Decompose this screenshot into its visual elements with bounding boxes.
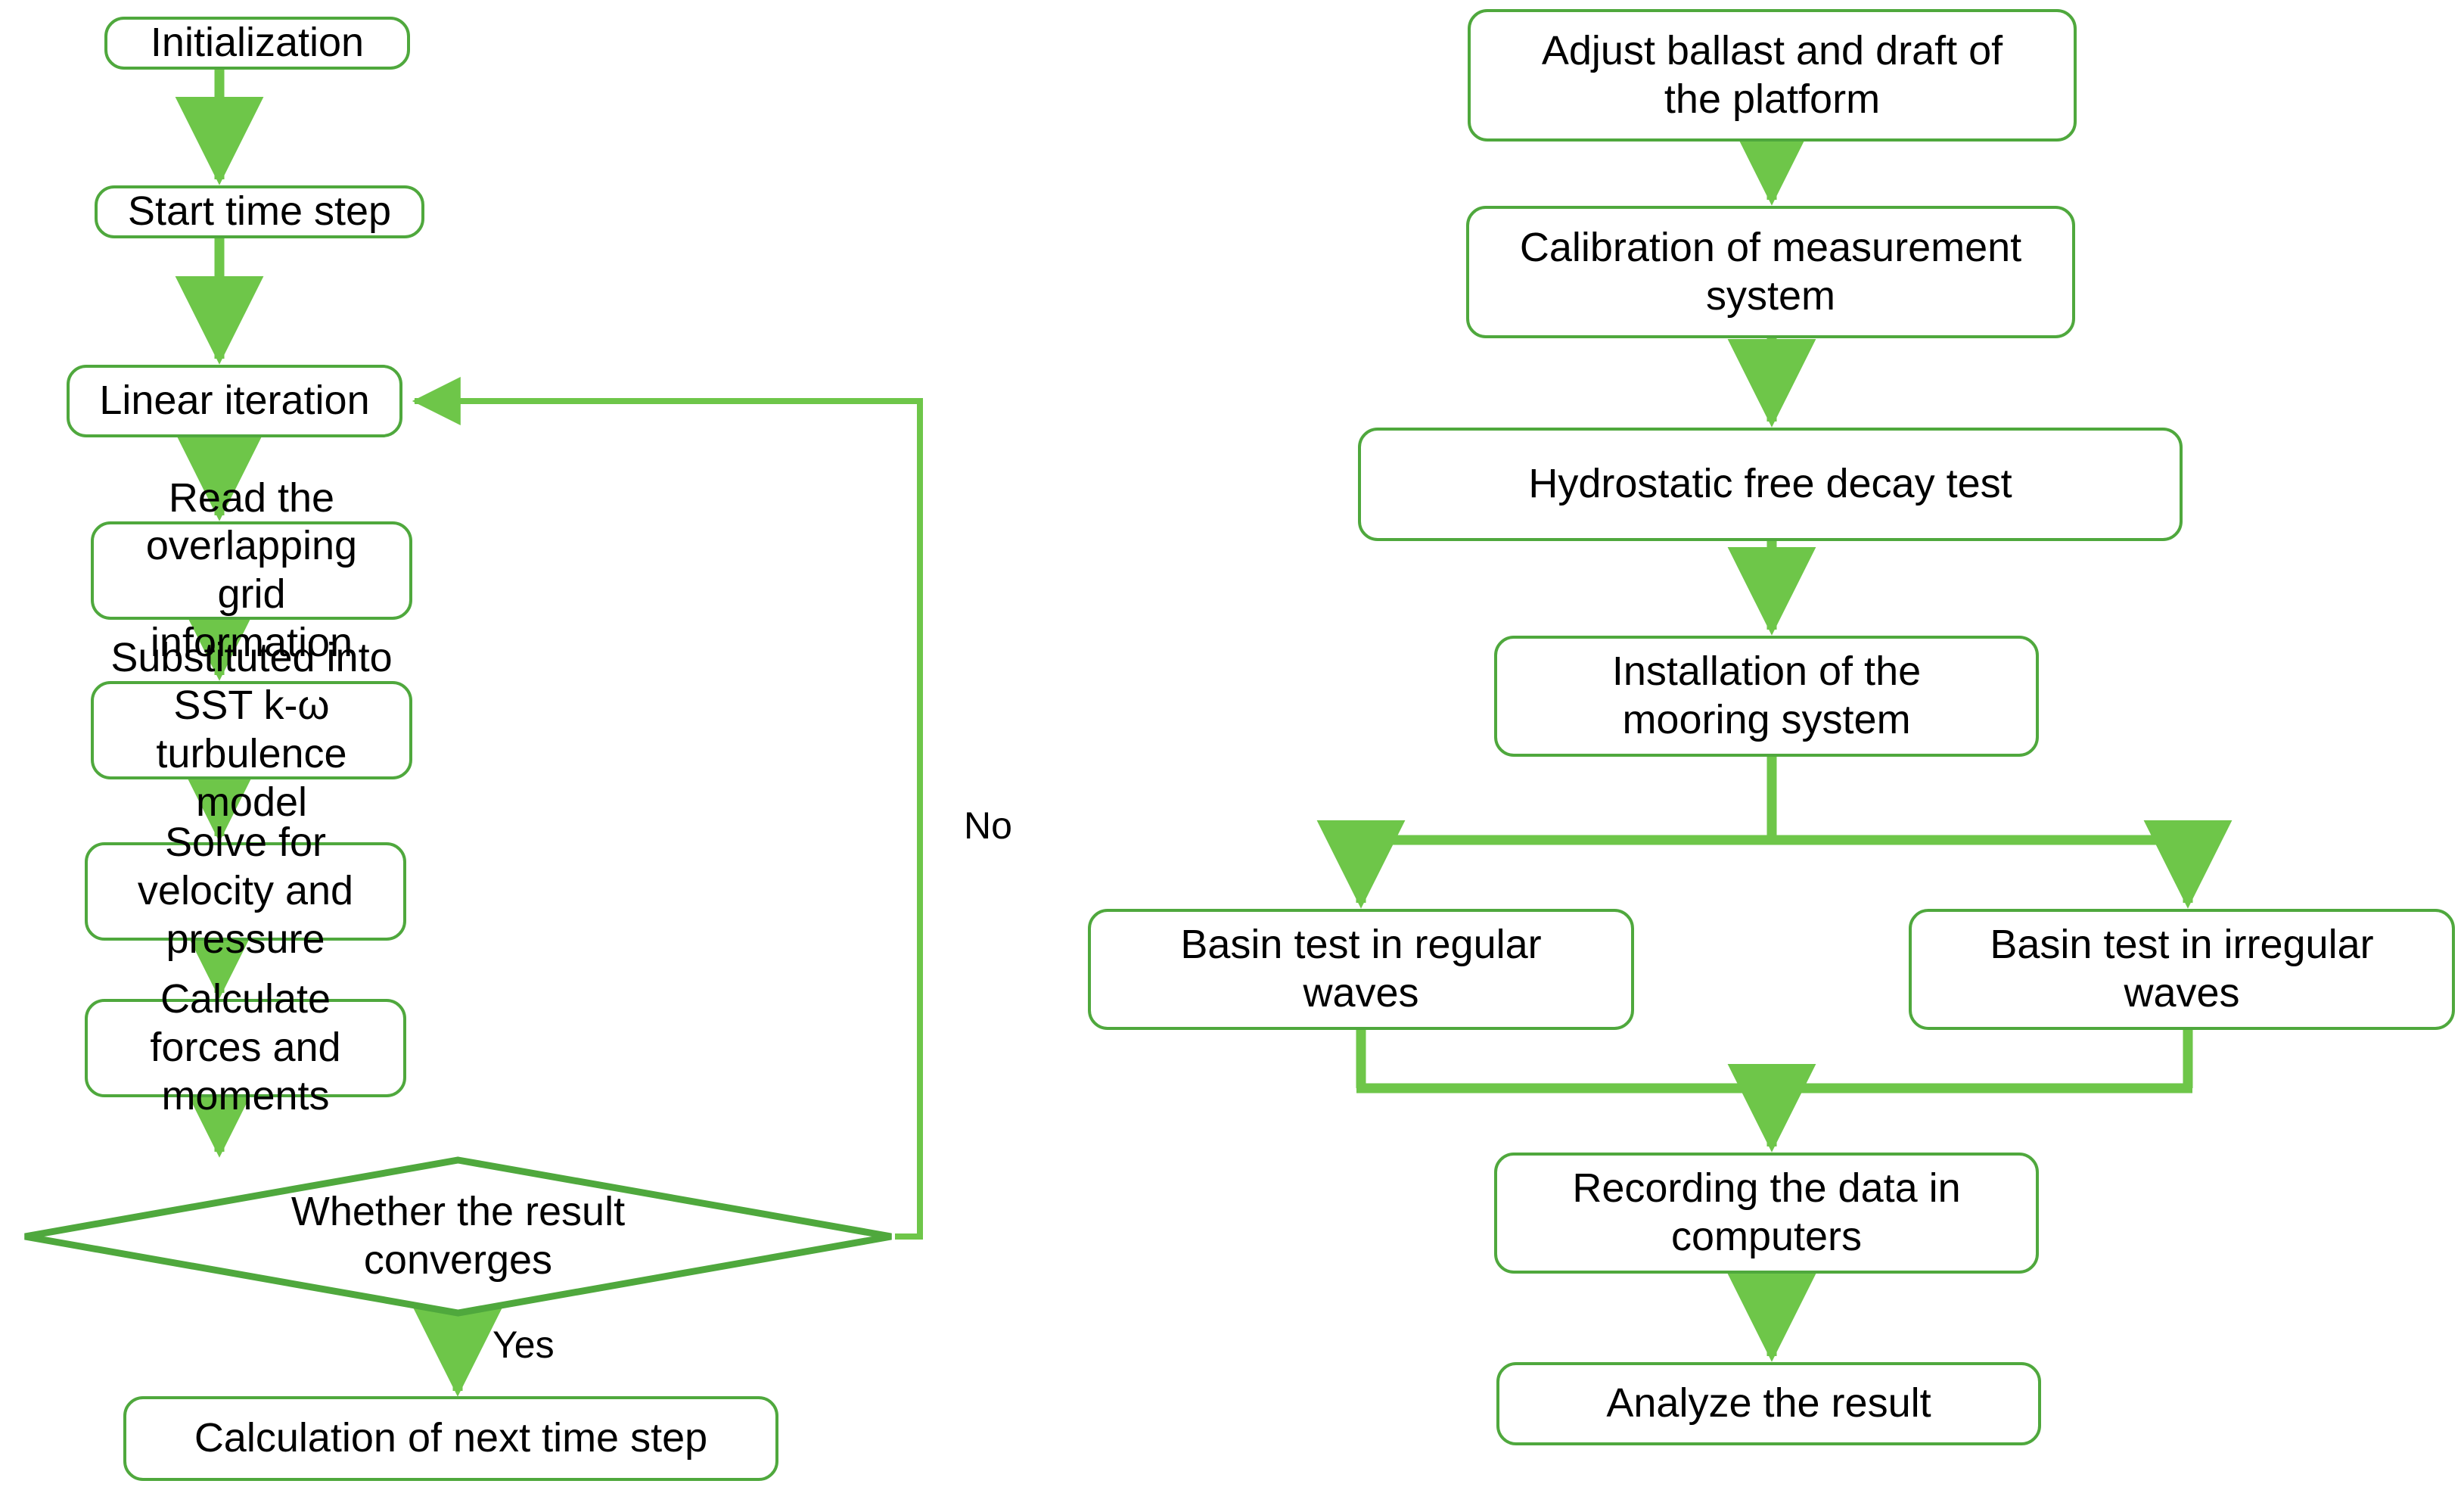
- node-linear-iteration[interactable]: Linear iteration: [67, 365, 402, 437]
- node-basin-test-regular-waves[interactable]: Basin test in regular waves: [1088, 909, 1634, 1030]
- node-calculation-next-time-step[interactable]: Calculation of next time step: [123, 1396, 778, 1481]
- node-adjust-ballast-draft[interactable]: Adjust ballast and draft of the platform: [1468, 9, 2077, 142]
- node-sst-turbulence-model[interactable]: Substituted into SST k-ω turbulence mode…: [91, 635, 412, 825]
- node-recording-data-computers[interactable]: Recording the data in computers: [1494, 1153, 2039, 1274]
- node-installation-mooring-system[interactable]: Installation of the mooring system: [1494, 636, 2039, 757]
- edge-no-feedback-loop: [412, 377, 923, 1240]
- node-hydrostatic-free-decay-test[interactable]: Hydrostatic free decay test: [1358, 428, 2183, 541]
- node-calibration-measurement-system[interactable]: Calibration of measurement system: [1466, 206, 2075, 338]
- node-calculate-forces-moments[interactable]: Calculate forces and moments: [85, 976, 406, 1118]
- edge-label-yes: Yes: [492, 1324, 555, 1366]
- node-solve-velocity-pressure[interactable]: Solve for velocity and pressure: [85, 820, 406, 962]
- node-start-time-step[interactable]: Start time step: [95, 185, 424, 238]
- decision-label: Whether the result converges: [291, 1189, 626, 1283]
- node-initialization[interactable]: Initialization: [104, 17, 410, 70]
- node-read-overlapping-grid[interactable]: Read the overlapping grid information: [91, 475, 412, 665]
- node-whether-result-converges[interactable]: Whether the result converges: [21, 1156, 895, 1317]
- node-analyze-result[interactable]: Analyze the result: [1496, 1362, 2041, 1445]
- node-basin-test-irregular-waves[interactable]: Basin test in irregular waves: [1909, 909, 2455, 1030]
- edge-label-no: No: [964, 804, 1012, 847]
